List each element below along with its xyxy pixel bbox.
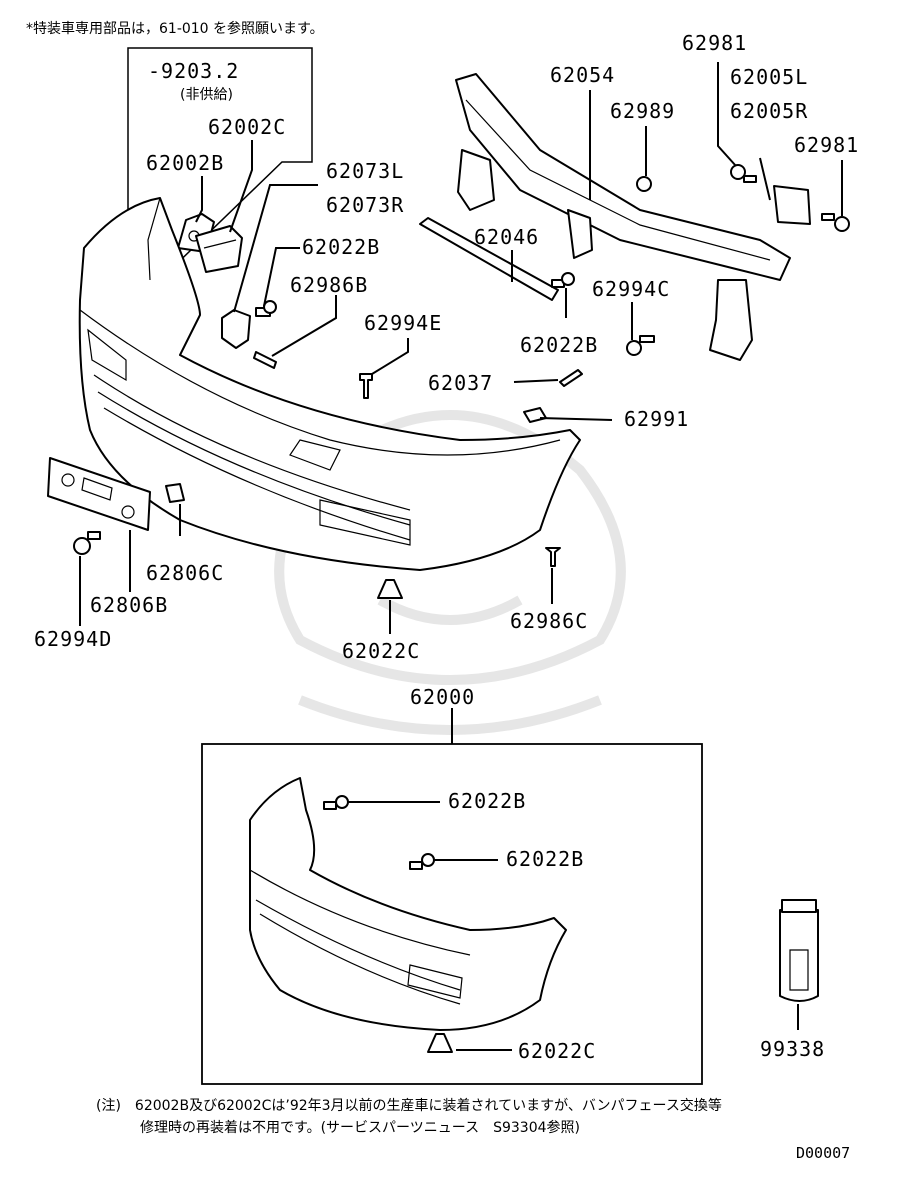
part-62073 (221, 309, 251, 349)
label-62994D: 62994D (34, 627, 112, 651)
bumper-face-assembly (249, 777, 567, 1031)
label-62005L: 62005L (730, 65, 808, 89)
part-62994E (359, 373, 373, 399)
part-62022B-d (409, 853, 435, 870)
doc-code: D00007 (796, 1144, 850, 1162)
label-62981-b: 62981 (794, 133, 859, 157)
label-62022C-b: 62022C (518, 1039, 596, 1063)
header-note: *特装車専用部品は，61-010 を参照願います。 (26, 20, 324, 37)
inset-subtitle: (非供給) (180, 87, 233, 103)
part-62037 (559, 369, 583, 387)
label-62000: 62000 (410, 685, 475, 709)
part-62981-a (730, 164, 757, 183)
part-62022B-a (255, 300, 277, 317)
label-62981-a: 62981 (682, 31, 747, 55)
part-62986B (253, 351, 277, 369)
part-62989 (636, 176, 652, 192)
label-62054: 62054 (550, 63, 615, 87)
part-62046 (419, 217, 559, 301)
label-62806B: 62806B (90, 593, 168, 617)
part-62806B (47, 457, 151, 531)
label-62022B-d: 62022B (506, 847, 584, 871)
label-99338: 99338 (760, 1037, 825, 1061)
part-62005 (773, 185, 811, 225)
inset-title: -9203.2 (148, 59, 239, 83)
label-62073L: 62073L (326, 159, 404, 183)
part-62994D (73, 531, 101, 555)
part-62806C (165, 483, 185, 503)
label-62989: 62989 (610, 99, 675, 123)
bumper-face-upper (78, 197, 581, 571)
label-62002B: 62002B (146, 151, 224, 175)
part-99338 (779, 899, 819, 1030)
part-62002C (195, 225, 243, 273)
label-62022B-a: 62022B (302, 235, 380, 259)
label-62073R: 62073R (326, 193, 404, 217)
part-62991 (523, 407, 547, 423)
leader-lines-upper (79, 62, 843, 634)
part-62022B-c (323, 795, 349, 810)
label-62994C: 62994C (592, 277, 670, 301)
label-62022C-a: 62022C (342, 639, 420, 663)
part-62022C-b (427, 1033, 453, 1053)
part-62022B-b (551, 272, 575, 288)
label-62806C: 62806C (146, 561, 224, 585)
assembly-box (201, 708, 703, 1085)
label-62037: 62037 (428, 371, 493, 395)
label-62022B-b: 62022B (520, 333, 598, 357)
part-62022C-a (377, 579, 403, 599)
label-62986C: 62986C (510, 609, 588, 633)
label-62986B: 62986B (290, 273, 368, 297)
label-62046: 62046 (474, 225, 539, 249)
footnote-line-1: (注) 62002B及び62002Cは’92年3月以前の生産車に装着されています… (96, 1097, 722, 1114)
label-62022B-c: 62022B (448, 789, 526, 813)
label-62002C: 62002C (208, 115, 286, 139)
inset-box: -9203.2 (非供給) (127, 47, 313, 279)
part-62994C (626, 335, 655, 356)
label-62005R: 62005R (730, 99, 808, 123)
part-62054 (455, 73, 791, 361)
part-62986C (545, 547, 561, 567)
label-62991: 62991 (624, 407, 689, 431)
part-62981-b (821, 213, 850, 232)
footnote-line-2: 修理時の再装着は不用です。(サービスパーツニュース S93304参照) (140, 1119, 580, 1136)
label-62994E: 62994E (364, 311, 442, 335)
